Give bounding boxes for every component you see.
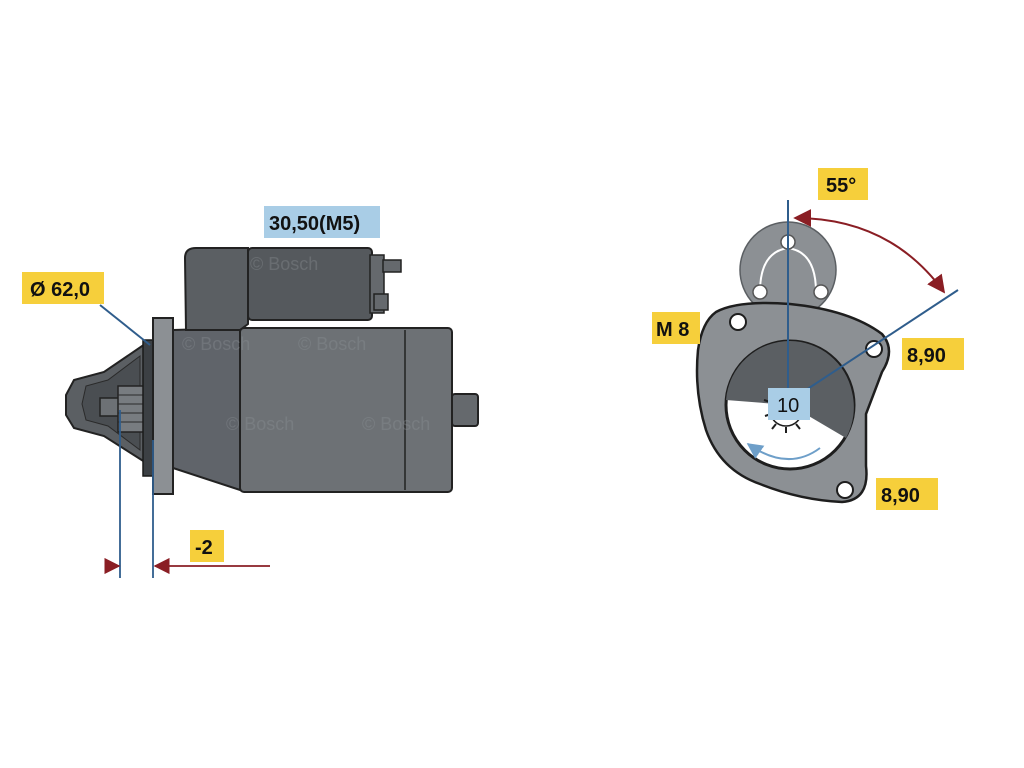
label-offset: -2 (190, 530, 224, 562)
bolt-hole (729, 313, 747, 331)
label-hole-upper: 8,90 (902, 338, 964, 370)
diameter-label: Ø 62,0 (30, 279, 90, 301)
angle-axis-line (805, 289, 959, 391)
bolt-hole (865, 340, 883, 358)
label-thread: M 8 (652, 312, 700, 344)
teeth-label: 10 (777, 395, 799, 417)
thread-label: M 8 (656, 319, 689, 341)
watermark-text: © Bosch (298, 334, 366, 354)
watermark-text: © Bosch (226, 414, 294, 434)
label-terminal: 30,50(M5) (264, 206, 380, 238)
watermark-text: © Bosch (362, 414, 430, 434)
solenoid-bracket (183, 247, 249, 331)
bolt-hole (836, 481, 854, 499)
label-angle: 55° (818, 168, 868, 200)
angle-label: 55° (826, 175, 856, 197)
terminal-stud-upper (382, 259, 402, 273)
starter-side-view: © Bosch © Bosch © Bosch © Bosch © Bosch (65, 247, 479, 578)
hole-upper-label: 8,90 (907, 345, 946, 367)
label-hole-lower: 8,90 (876, 478, 938, 510)
offset-label: -2 (195, 537, 213, 559)
hole-lower-label: 8,90 (881, 485, 920, 507)
label-diameter: Ø 62,0 (22, 272, 104, 304)
angle-arc (793, 209, 946, 294)
rotation-arrow (746, 443, 821, 460)
watermark-text: © Bosch (182, 334, 250, 354)
label-teeth: 10 (768, 388, 810, 420)
watermark-text: © Bosch (250, 254, 318, 274)
solenoid-terminal-hole (813, 284, 829, 300)
mounting-flange (152, 317, 174, 495)
diameter-leader (99, 304, 151, 346)
solenoid-terminal-hole (752, 284, 768, 300)
terminal-stud-lower (373, 293, 389, 311)
pinion-gear (117, 385, 145, 433)
end-cap-stub (451, 393, 479, 427)
terminal-label: 30,50(M5) (269, 213, 360, 235)
